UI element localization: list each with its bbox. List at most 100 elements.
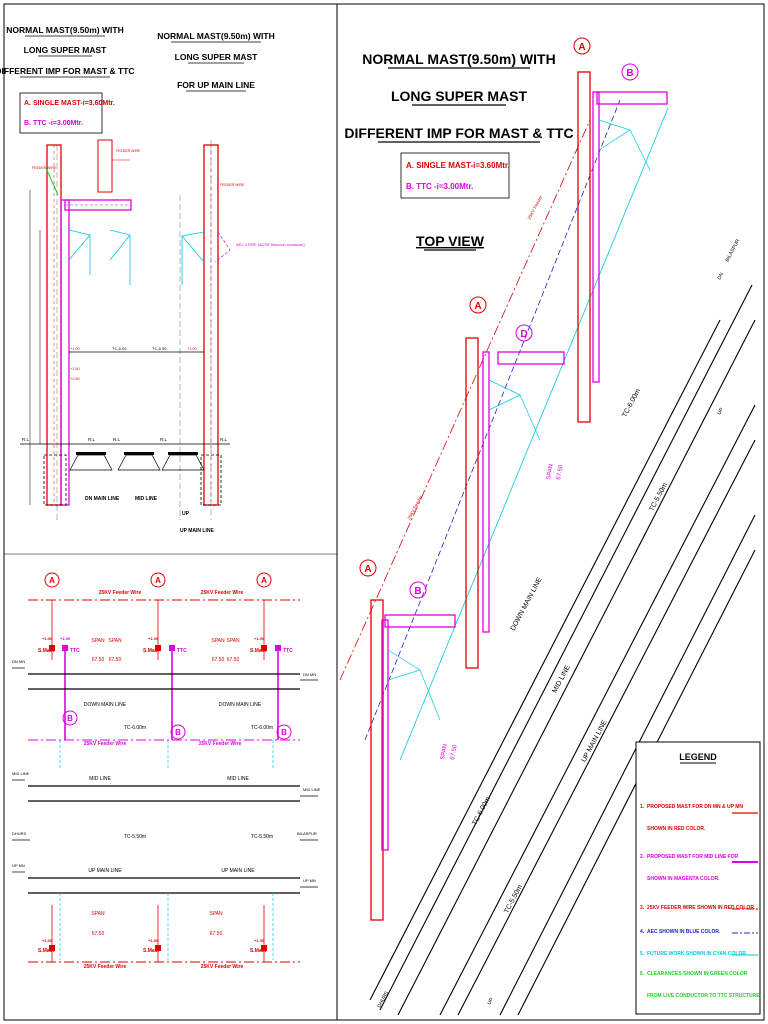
tc-label: TC-6.00m [251,725,273,731]
up-arrow-label: UP [182,511,190,517]
span-value: 67.50 [92,931,105,937]
span-value: 67.50 [210,931,223,937]
smast-label: S.Mast [250,948,266,954]
tc-label: TC-5.00 [112,346,127,351]
tc-label: TC-6.00m [124,725,146,731]
dn-mn-label: DN MN [303,672,316,677]
span-value: 67.50 [212,657,225,663]
title-line: DIFFERENT IMP FOR MAST & TTC [0,66,135,76]
rl-label: R.L [113,437,121,442]
sheet-border [3,3,765,1021]
smast-label: S.Mast [38,948,54,954]
height-label: +1.00 [42,636,53,641]
legend-num: 5. [640,951,645,957]
span-label: SPAN [226,638,240,644]
legend-num: 2. [640,854,645,860]
up-mn-label: UP MN [303,878,316,883]
mast-b-marker: D [520,329,527,340]
mast-b-marker: B [67,714,73,723]
span-label: SPAN [209,911,223,917]
legend-text: AEC SHOWN IN BLUE COLOR. [647,929,721,935]
span-value: 67.50 [92,657,105,663]
left-section-elevation: AEC 4 FIRE (ACSR Raccoon conductor) FEED… [20,139,305,534]
span-label: SPAN [108,638,122,644]
rl-label: R.L [22,437,30,442]
title-line: NORMAL MAST(9.50m) WITH [362,51,555,67]
left-title-dn: NORMAL MAST(9.50m) WITH LONG SUPER MAST … [0,25,135,78]
tc-label: TC-6.00m [621,388,642,419]
up-label: UP [716,406,725,416]
mid-line-label: MID LINE [12,771,30,776]
dn-label: DN [716,271,725,281]
track-label: MID LINE [551,664,572,694]
title-line: NORMAL MAST(9.50m) WITH [157,31,274,41]
height-label: +1.00 [42,938,53,943]
imp-ttc: B. TTC -i=3.00Mtr. [406,182,473,191]
span-label: SPAN [440,744,449,761]
legend-title: LEGEND [679,752,717,762]
up-main-line-label: UP MAIN LINE [180,528,214,534]
height-label: +1.00 [254,938,265,943]
span-value: 67.50 [450,744,459,760]
up-label: UP [486,996,495,1006]
height-label: +1.50 [70,367,80,371]
ttc-label: TTC [70,648,80,654]
left-ttc [60,199,70,506]
legend-text: PROPOSED MAST FOR DN MN & UP MN [647,804,743,810]
up-mn-label: UP MN [12,863,25,868]
smast-label: S.Mast [143,648,159,654]
track-label: DOWN MAIN LINE [219,702,262,708]
tc-label: TC-6.00m [471,796,492,827]
feeder-label: 25KV Feeder Wire [84,964,127,970]
track-label: UP MAIN LINE [221,868,255,874]
legend-text: 25KV FEEDER WIRE SHOWN IN RED COLOR. [647,905,756,911]
height-label: +1.00 [254,636,265,641]
mast-a-marker: A [49,576,55,585]
legend-text: FROM LIVE CONDUCTOR TO TTC STRUCTURE. [647,993,762,999]
legend-num: 4. [640,929,645,935]
smast-label: S.Mast [38,648,54,654]
title-line: LONG SUPER MAST [24,45,107,55]
feeder-label: 25KV Feeder [406,494,423,520]
mid-line-label: MID LINE [303,787,321,792]
aec-note: AEC 4 FIRE (ACSR Raccoon conductor) [236,243,305,247]
bilaspur-label: BILASPUR [724,238,741,263]
height-label: +1.00 [148,636,159,641]
span-label: SPAN [546,464,555,481]
feeder-line [339,119,591,681]
imp-ttc: B. TTC -i=3.00Mtr. [24,120,83,127]
track-label: MID LINE [227,776,249,782]
imp-single-mast: A. SINGLE MAST-i=3.60Mtr. [24,100,115,107]
smast-label: S.Mast [143,948,159,954]
height-label: +1.00 [187,347,197,351]
tc-label: TC-5.50m [503,884,524,915]
tc-label: TC-5.50m [251,834,273,840]
feeder-label: 25KV Feeder Wire [201,964,244,970]
feeder-wire-note: FEEDER WIRE [32,166,57,170]
track-label: UP MAIN LINE [581,719,609,764]
smast-label: S.Mast [250,648,266,654]
feeder-label: 25KV Feeder Wire [201,590,244,596]
bilaspur-label: BILASPUR [297,831,317,836]
left-imp-box: A. SINGLE MAST-i=3.60Mtr. B. TTC -i=3.00… [19,92,115,134]
left-plan-view: 25KV Feeder Wire 25KV Feeder Wire 25KV F… [12,572,321,970]
span-value: 67.50 [109,657,122,663]
dn-mn-label: DN MN [12,659,25,664]
top-view-title: TOP VIEW [416,233,485,249]
height-label: +2.50 [70,377,80,381]
tc-label: TC-5.50m [124,834,146,840]
left-title-up: NORMAL MAST(9.50m) WITH LONG SUPER MAST … [157,31,275,92]
mast-a-marker: A [261,576,267,585]
feeder-label: 25KV Feeder Wire [84,741,127,747]
mast-a-marker: A [474,301,481,312]
legend-num: 1. [640,804,645,810]
rl-label: R.L [220,437,228,442]
aec-line [364,99,621,741]
dhurs-label: DHURS [12,831,27,836]
height-label: +1.00 [148,938,159,943]
span-label: SPAN [91,911,105,917]
rl-label: R.L [88,437,96,442]
right-imp-box: A. SINGLE MAST-i=3.60Mtr. B. TTC -i=3.00… [400,152,510,199]
tc-label: TC-5.50 [152,346,167,351]
